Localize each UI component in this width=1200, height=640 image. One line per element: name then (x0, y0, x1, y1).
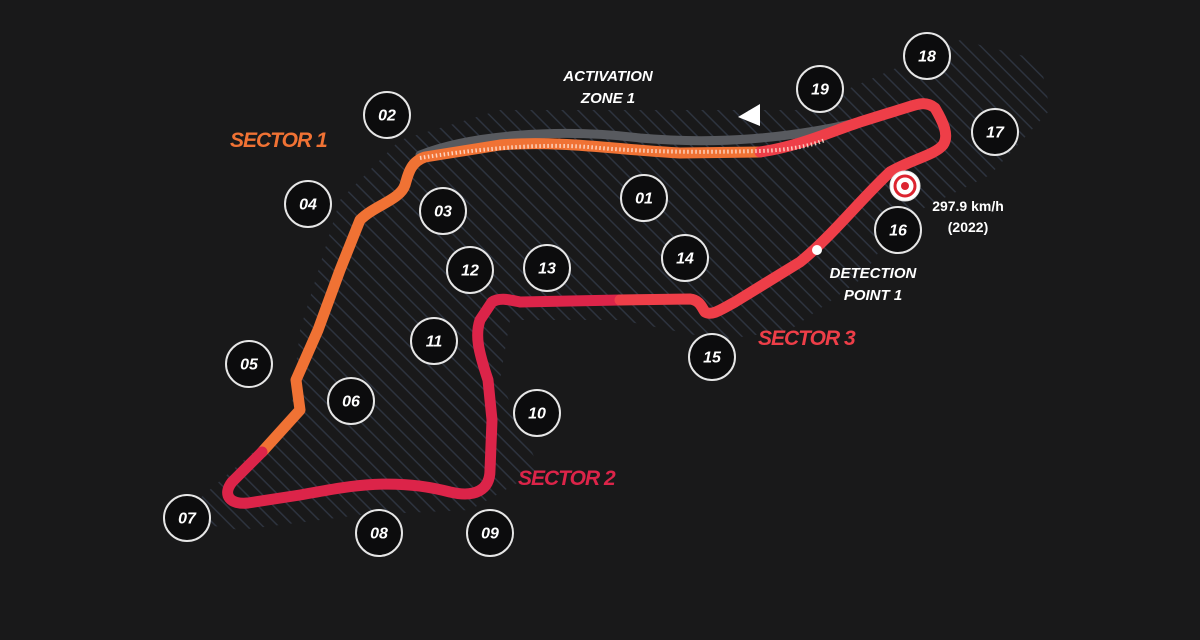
turn-marker-02: 02 (363, 91, 411, 139)
turn-number: 16 (889, 223, 907, 240)
drs-zone-line (415, 117, 865, 160)
turn-marker-19: 19 (796, 65, 844, 113)
sector-1-label: SECTOR 1 (230, 129, 327, 152)
hatched-area (175, 40, 1050, 530)
turn-number: 19 (811, 82, 829, 99)
turn-number: 18 (918, 49, 936, 66)
turn-marker-16: 16 (874, 206, 922, 254)
turn-marker-06: 06 (327, 377, 375, 425)
turn-circle (446, 246, 494, 294)
turn-circle (355, 509, 403, 557)
turn-number: 10 (528, 406, 546, 423)
track-sector-1 (256, 138, 766, 458)
turn-circle (225, 340, 273, 388)
turn-marker-08: 08 (355, 509, 403, 557)
turn-circle (523, 244, 571, 292)
turn-circle (363, 91, 411, 139)
turn-circle (688, 333, 736, 381)
detection-point-label-line2: POINT 1 (844, 287, 902, 304)
turn-number: 06 (342, 394, 360, 411)
turn-number: 02 (378, 108, 396, 125)
turn-number: 13 (538, 261, 556, 278)
turn-circle (874, 206, 922, 254)
track-sector-2 (222, 293, 626, 509)
turn-marker-11: 11 (410, 317, 458, 365)
speed-trap-year: (2022) (948, 219, 988, 235)
turn-circle (971, 108, 1019, 156)
sector-3-label: SECTOR 3 (758, 327, 856, 350)
speed-trap-icon (889, 170, 921, 202)
turn-marker-03: 03 (419, 187, 467, 235)
turn-circle (466, 509, 514, 557)
turn-number: 03 (434, 204, 452, 221)
turn-number: 17 (986, 125, 1005, 142)
direction-arrow-icon (738, 104, 760, 126)
turn-circle (284, 180, 332, 228)
turn-circle (620, 174, 668, 222)
turn-marker-09: 09 (466, 509, 514, 557)
turn-marker-12: 12 (446, 246, 494, 294)
turn-number: 05 (240, 357, 259, 374)
turn-marker-17: 17 (971, 108, 1019, 156)
turn-marker-14: 14 (661, 234, 709, 282)
turn-marker-05: 05 (225, 340, 273, 388)
turn-marker-10: 10 (513, 389, 561, 437)
turn-number: 08 (370, 526, 388, 543)
speed-trap-value: 297.9 km/h (932, 198, 1004, 214)
detection-point-label-line1: DETECTION (830, 265, 918, 282)
turn-number: 14 (676, 251, 694, 268)
turn-circle (327, 377, 375, 425)
detection-point-marker (812, 245, 822, 255)
turn-number: 15 (703, 350, 722, 367)
turn-marker-04: 04 (284, 180, 332, 228)
turn-number: 04 (299, 197, 317, 214)
turn-circle (419, 187, 467, 235)
turn-circle (513, 389, 561, 437)
turn-circle (903, 32, 951, 80)
turn-marker-01: 01 (620, 174, 668, 222)
turn-number: 12 (461, 263, 479, 280)
turn-marker-13: 13 (523, 244, 571, 292)
activation-zone-label-line2: ZONE 1 (580, 90, 635, 107)
turn-circle (661, 234, 709, 282)
turn-number: 09 (481, 526, 499, 543)
turn-marker-18: 18 (903, 32, 951, 80)
turn-circle (163, 494, 211, 542)
turn-circle (410, 317, 458, 365)
track-sector-3 (614, 98, 952, 319)
turn-number: 07 (178, 511, 197, 528)
activation-zone-label-line1: ACTIVATION (562, 68, 654, 85)
turn-marker-15: 15 (688, 333, 736, 381)
turn-circle (796, 65, 844, 113)
sector-2-label: SECTOR 2 (518, 467, 616, 490)
turn-marker-07: 07 (163, 494, 211, 542)
turn-number: 11 (426, 334, 443, 351)
turn-number: 01 (635, 191, 653, 208)
